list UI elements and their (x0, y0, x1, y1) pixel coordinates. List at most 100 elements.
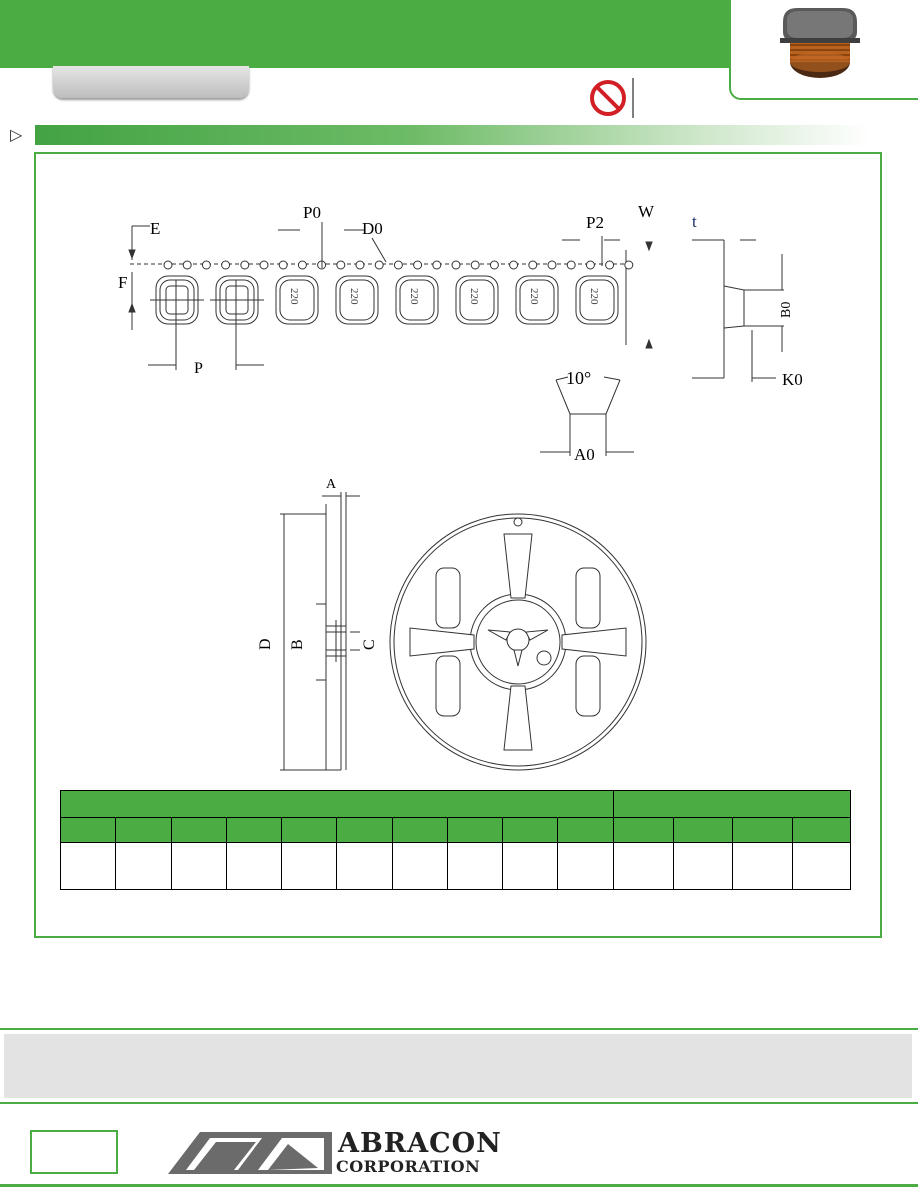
reel-diagram: A D B C (257, 477, 647, 771)
dim-label-t: t (692, 212, 697, 231)
abracon-logo-icon (168, 1132, 332, 1174)
table-cell (612, 842, 675, 890)
section-arrow-icon: ▷ (10, 127, 23, 144)
product-image-panel (729, 0, 918, 100)
footer-divider (0, 1184, 918, 1187)
tape-pocket: 220 (515, 275, 559, 325)
sprocket-hole (278, 260, 288, 270)
sprocket-hole (605, 260, 615, 270)
sprocket-hole (297, 260, 307, 270)
dim-label-k0: K0 (782, 370, 803, 389)
table-cell (502, 842, 559, 890)
table-header-cell (170, 817, 227, 843)
table-cell (791, 842, 852, 890)
dim-label-b0: B0 (779, 302, 794, 318)
category-tab (53, 66, 249, 98)
sprocket-hole (509, 260, 519, 270)
sprocket-hole (221, 260, 231, 270)
page-number-box (30, 1130, 118, 1174)
tape-reel-spec-table (59, 790, 852, 890)
sprocket-hole (528, 260, 538, 270)
reel-label-b: B (289, 639, 306, 650)
sprocket-hole (163, 260, 173, 270)
table-header-cell (281, 817, 338, 843)
table-cell (557, 842, 614, 890)
table-header-cell (446, 817, 504, 843)
table-header-cell (391, 817, 448, 843)
sprocket-hole (355, 260, 365, 270)
table-header-cell (225, 817, 283, 843)
sprocket-hole (566, 260, 576, 270)
table-cell (391, 842, 448, 890)
footer-divider (0, 1102, 918, 1104)
table-cell (673, 842, 734, 890)
tape-pockets: 220 220 220 220 220 220 (150, 275, 619, 325)
sprocket-hole (240, 260, 250, 270)
logo-subtitle: CORPORATION (336, 1157, 481, 1176)
table-header-cell (673, 817, 734, 843)
dim-label-angle: 10° (566, 368, 591, 388)
tape-pocket: 220 (275, 275, 319, 325)
table-header-cell (59, 817, 117, 843)
footer-notice-box (4, 1034, 912, 1098)
sprocket-hole (182, 260, 192, 270)
pocket-part-marking: 220 (468, 288, 480, 305)
tape-pocket: 220 (455, 275, 499, 325)
sprocket-hole (201, 260, 211, 270)
table-cell (336, 842, 393, 890)
sprocket-hole (259, 260, 269, 270)
table-group-header-tape (60, 790, 614, 818)
logo-wordmark: ABRACON (338, 1128, 502, 1159)
tape-pocket: 220 (395, 275, 439, 325)
pocket-part-marking: 220 (348, 288, 360, 305)
header-band (0, 0, 730, 68)
table-header-cell (732, 817, 793, 843)
prohibited-icon (590, 78, 634, 118)
sprocket-hole (470, 260, 480, 270)
inductor-product-image (780, 8, 860, 78)
table-group-header-reel (612, 790, 852, 818)
section-title-bar (35, 125, 870, 145)
sprocket-hole (336, 260, 346, 270)
sprocket-hole (451, 260, 461, 270)
table-cell (281, 842, 338, 890)
footer-divider (0, 1028, 918, 1030)
packaging-frame (34, 152, 882, 938)
tape-pocket (150, 275, 204, 325)
table-group-header-row (60, 790, 852, 818)
sprocket-hole (547, 260, 557, 270)
sprocket-hole (393, 260, 403, 270)
sprocket-hole (413, 260, 423, 270)
dim-label-w: W (638, 202, 655, 221)
reel-label-a: A (326, 477, 337, 492)
reel-label-c: C (361, 639, 378, 650)
table-cell (170, 842, 227, 890)
table-cell (115, 842, 172, 890)
sprocket-hole (374, 260, 384, 270)
table-cell (732, 842, 793, 890)
dim-label-p2: P2 (586, 213, 604, 232)
table-header-cell (557, 817, 614, 843)
tape-diagram: 220 220 220 220 220 220 (118, 202, 803, 464)
pocket-part-marking: 220 (528, 288, 540, 305)
table-cell (59, 842, 117, 890)
dim-label-f: F (118, 273, 127, 292)
sprocket-hole (585, 260, 595, 270)
table-header-cell (115, 817, 172, 843)
table-header-cell (336, 817, 393, 843)
sprocket-hole (624, 260, 634, 270)
dim-label-a0: A0 (574, 445, 595, 464)
pocket-part-marking: 220 (408, 288, 420, 305)
dim-label-p0: P0 (303, 203, 321, 222)
sprocket-holes (163, 260, 634, 270)
tape-pocket: 220 (335, 275, 379, 325)
dim-label-e: E (150, 219, 160, 238)
pocket-part-marking: 220 (588, 288, 600, 305)
tape-pocket (210, 275, 264, 325)
tape-pocket: 220 (575, 275, 619, 325)
reel-label-d: D (257, 638, 274, 650)
table-header-cell (502, 817, 559, 843)
dim-label-d0: D0 (362, 219, 383, 238)
sprocket-hole (432, 260, 442, 270)
table-header-cell (612, 817, 675, 843)
